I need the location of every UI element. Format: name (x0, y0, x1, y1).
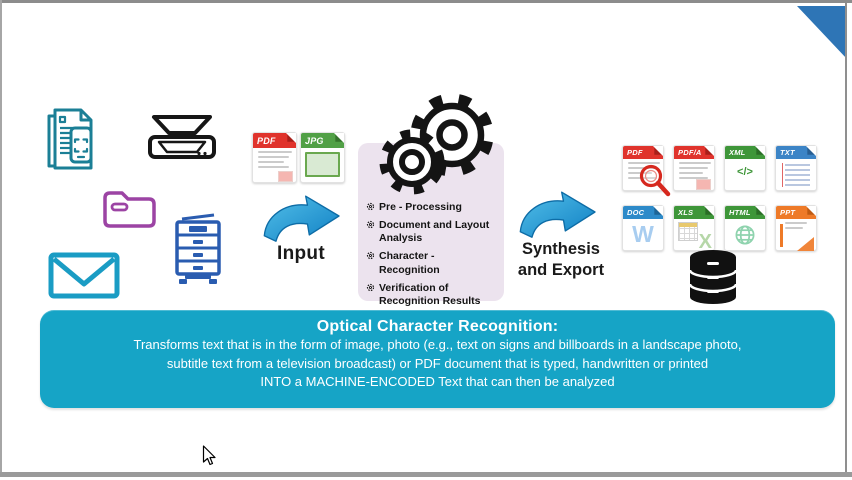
input-file-icons: PDF JPG (252, 132, 345, 183)
synthesis-label: Synthesis and Export (502, 239, 620, 281)
banner-line-1: Transforms text that is in the form of i… (133, 337, 742, 352)
file-icon-html: HTML (724, 205, 766, 251)
process-item-label: Pre - Processing (379, 201, 462, 213)
file-icon-label: TXT (780, 148, 795, 157)
gear-bullet-icon (366, 202, 375, 211)
gear-bullet-icon (366, 252, 375, 260)
ocr-banner: Optical Character Recognition: Transform… (40, 310, 835, 408)
file-icon-label: XML (729, 148, 746, 157)
window-frame-top (0, 0, 852, 3)
banner-line-2: subtitle text from a television broadcas… (166, 355, 709, 371)
file-icon-txt: TXT (775, 145, 817, 191)
corner-accent-triangle (797, 6, 847, 59)
synthesis-label-line2: and Export (517, 261, 605, 279)
synthesis-label-line1: Synthesis (522, 240, 600, 258)
database-icon (688, 250, 738, 304)
file-icon-pdf: PDF (252, 132, 297, 183)
gears-icon (379, 93, 494, 195)
process-item-label: Verification of Recognition Results (379, 281, 481, 307)
process-item-label: Character - Recognition (379, 250, 440, 276)
process-item: Pre - Processing (366, 201, 498, 214)
mouse-cursor (202, 445, 216, 466)
synthesis-arrow-icon (519, 191, 596, 238)
process-item: Verification of Recognition Results (366, 282, 498, 308)
file-icon-pdf-a: PDF/A (673, 145, 715, 191)
banner-title: Optical Character Recognition: (316, 318, 559, 335)
email-icon (48, 252, 120, 299)
file-icon-label: XLS (678, 208, 694, 217)
gear-bullet-icon (366, 221, 375, 229)
file-icon-xml: XML</> (724, 145, 766, 191)
gear-bullet-icon (366, 283, 375, 291)
process-item-label: Document and Layout Analysis (379, 219, 490, 245)
input-label: Input (277, 243, 325, 264)
window-frame-right (845, 3, 847, 473)
file-icon-label: HTML (729, 208, 751, 217)
file-icon-ppt: PPT (775, 205, 817, 251)
input-arrow-icon (263, 195, 340, 242)
file-icon-label: DOC (627, 208, 645, 217)
copier-icon (175, 213, 221, 284)
banner-line-3: INTO a MACHINE-ENCODED Text that can the… (260, 374, 615, 389)
scanner-icon (148, 115, 216, 159)
window-frame-left (0, 0, 2, 473)
window-frame-bottom (0, 472, 852, 477)
magnifier-icon (639, 164, 671, 197)
file-icon-label: PDF (627, 148, 643, 157)
documents-scan-icon (47, 108, 93, 170)
file-icon-label: JPG (305, 135, 324, 146)
file-icon-label: PPT (780, 208, 796, 217)
folder-icon (103, 191, 156, 228)
file-icon-label: PDF (257, 135, 276, 146)
file-icon-pdf: PDF (622, 145, 671, 197)
process-item: Document and Layout Analysis (366, 219, 498, 245)
file-icon-label: PDF/A (678, 148, 702, 157)
process-item: Character - Recognition (366, 250, 498, 276)
file-icon-jpg: JPG (300, 132, 345, 183)
